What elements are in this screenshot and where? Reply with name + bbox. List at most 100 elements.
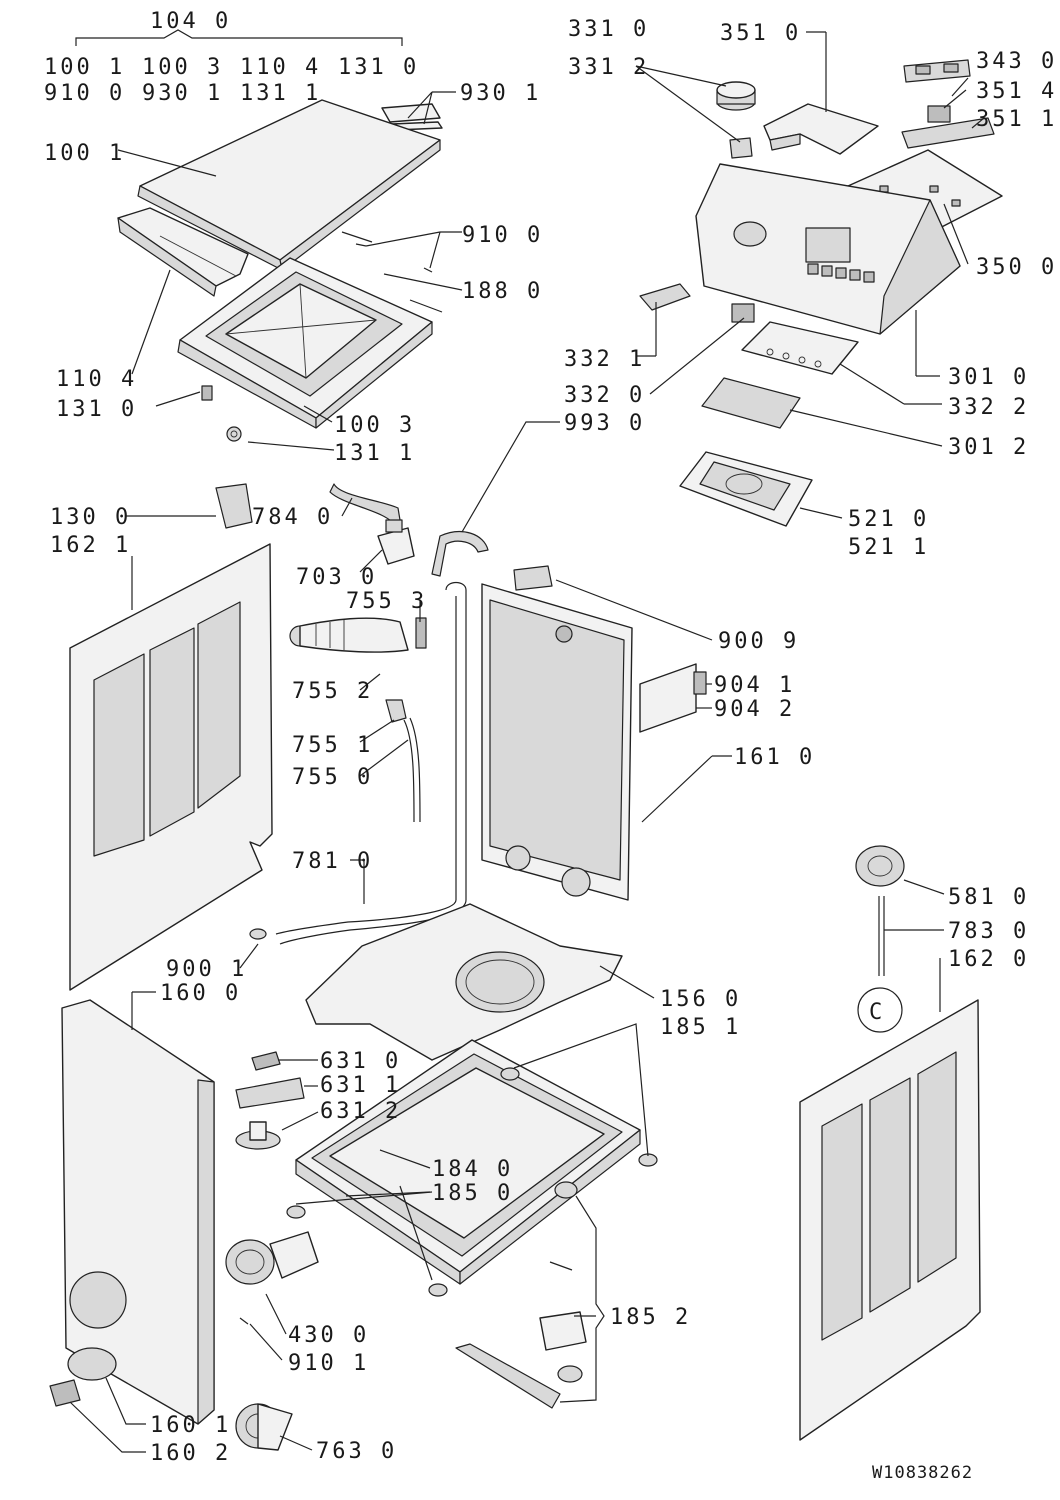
part-351-4-connector: [927, 105, 951, 123]
label-521-0: 521 0: [848, 507, 929, 532]
part-130-0-interlock: [215, 483, 253, 529]
label-131-1-top: 131 1: [240, 81, 321, 106]
label-993-0: 993 0: [564, 411, 645, 436]
marker-c: C: [857, 987, 903, 1033]
label-430-0: 430 0: [288, 1323, 369, 1348]
part-331-0-knob: [716, 81, 756, 111]
label-332-0: 332 0: [564, 383, 645, 408]
label-910-0: 910 0: [462, 223, 543, 248]
label-130-0: 130 0: [50, 505, 131, 530]
label-100-3: 100 3: [334, 413, 415, 438]
label-900-1: 900 1: [166, 957, 247, 982]
part-161-0-rear-panel: [481, 583, 633, 901]
label-755-3: 755 3: [346, 589, 427, 614]
label-162-0: 162 0: [948, 947, 1029, 972]
part-160-1-cover: [67, 1347, 117, 1381]
label-631-1: 631 1: [320, 1073, 401, 1098]
label-910-1: 910 1: [288, 1351, 369, 1376]
label-631-2: 631 2: [320, 1099, 401, 1124]
part-581-0-pulley: [855, 845, 905, 887]
part-430-0-pump: [225, 1231, 319, 1285]
label-351-1: 351 1: [976, 107, 1057, 132]
label-930-1: 930 1: [460, 81, 541, 106]
label-631-0: 631 0: [320, 1049, 401, 1074]
part-100-3-top-frame: [177, 257, 433, 429]
part-332-0-clip: [731, 303, 755, 323]
label-781-0: 781 0: [292, 849, 373, 874]
label-100-1-top: 100 1: [44, 55, 125, 80]
label-350-0: 350 0: [976, 255, 1057, 280]
part-755-1-fitting: [385, 699, 407, 723]
label-351-4: 351 4: [976, 79, 1057, 104]
label-100-1: 100 1: [44, 141, 125, 166]
label-160-2: 160 2: [150, 1441, 231, 1466]
label-703-0: 703 0: [296, 565, 377, 590]
label-521-1: 521 1: [848, 535, 929, 560]
label-131-1: 131 1: [334, 441, 415, 466]
label-110-4-top: 110 4: [240, 55, 321, 80]
part-900-1-grommet: [249, 928, 267, 940]
part-332-2-button-strip: [741, 321, 859, 375]
label-343-0: 343 0: [976, 49, 1057, 74]
label-904-2: 904 2: [714, 697, 795, 722]
part-162-0-side-panel-right: [799, 999, 981, 1441]
part-131-0-clip: [201, 385, 213, 401]
label-161-0: 161 0: [734, 745, 815, 770]
label-331-0: 331 0: [568, 17, 649, 42]
label-160-1: 160 1: [150, 1413, 231, 1438]
part-631-1-bracket: [235, 1077, 305, 1109]
label-110-4: 110 4: [56, 367, 137, 392]
part-755-0-tube: [403, 717, 421, 823]
part-332-1-latch: [639, 283, 691, 311]
label-755-0: 755 0: [292, 765, 373, 790]
part-763-0-filter: [235, 1403, 293, 1451]
part-100-1-lid: [137, 99, 441, 271]
part-184-0-base-frame: [295, 1039, 641, 1285]
part-160-0-front-panel: [61, 999, 215, 1425]
label-332-2: 332 2: [948, 395, 1029, 420]
part-331-2-knob-insert: [729, 137, 753, 159]
part-185-0-foot: [286, 1205, 448, 1297]
label-930-1-top: 930 1: [142, 81, 223, 106]
part-labels: 104 0 100 1 100 3 110 4 131 0 910 0 930 …: [44, 9, 1057, 1483]
part-631-0-clip: [251, 1051, 281, 1071]
label-104-0: 104 0: [150, 9, 231, 34]
label-185-2: 185 2: [610, 1305, 691, 1330]
part-993-0-elbow: [431, 531, 489, 577]
label-156-0: 156 0: [660, 987, 741, 1012]
part-910-0-screws: [341, 231, 443, 313]
part-631-2-cap: [235, 1121, 281, 1150]
part-904-1-clip: [693, 671, 707, 695]
part-703-0-valve: [377, 519, 415, 565]
part-301-0-console: [695, 163, 961, 335]
label-763-0: 763 0: [316, 1439, 397, 1464]
part-131-1-spring: [226, 426, 242, 442]
label-131-0-top: 131 0: [338, 55, 419, 80]
part-910-1-screw: [239, 1317, 249, 1325]
part-755-2-bellows-hose: [289, 617, 409, 653]
label-185-1: 185 1: [660, 1015, 741, 1040]
part-185-2-foot-kit: [455, 1181, 587, 1409]
label-581-0: 581 0: [948, 885, 1029, 910]
label-185-0: 185 0: [432, 1181, 513, 1206]
label-100-3-top: 100 3: [142, 55, 223, 80]
label-188-0: 188 0: [462, 279, 543, 304]
label-900-9: 900 9: [718, 629, 799, 654]
label-755-1: 755 1: [292, 733, 373, 758]
part-900-9-clip: [513, 565, 553, 591]
part-162-1-side-panel-left: [69, 543, 273, 991]
drawing-code: W10838262: [872, 1463, 973, 1483]
part-301-2-holder: [701, 377, 801, 429]
part-521-0-dispenser: [679, 451, 813, 527]
label-351-0: 351 0: [720, 21, 801, 46]
part-904-2-board: [639, 663, 697, 733]
label-131-0: 131 0: [56, 397, 137, 422]
label-910-0-top: 910 0: [44, 81, 125, 106]
part-784-0-hose: [329, 483, 401, 523]
part-755-3-clip: [415, 617, 427, 649]
label-784-0: 784 0: [252, 505, 333, 530]
leader-lines: [69, 29, 985, 1453]
label-331-2: 331 2: [568, 55, 649, 80]
label-332-1: 332 1: [564, 347, 645, 372]
